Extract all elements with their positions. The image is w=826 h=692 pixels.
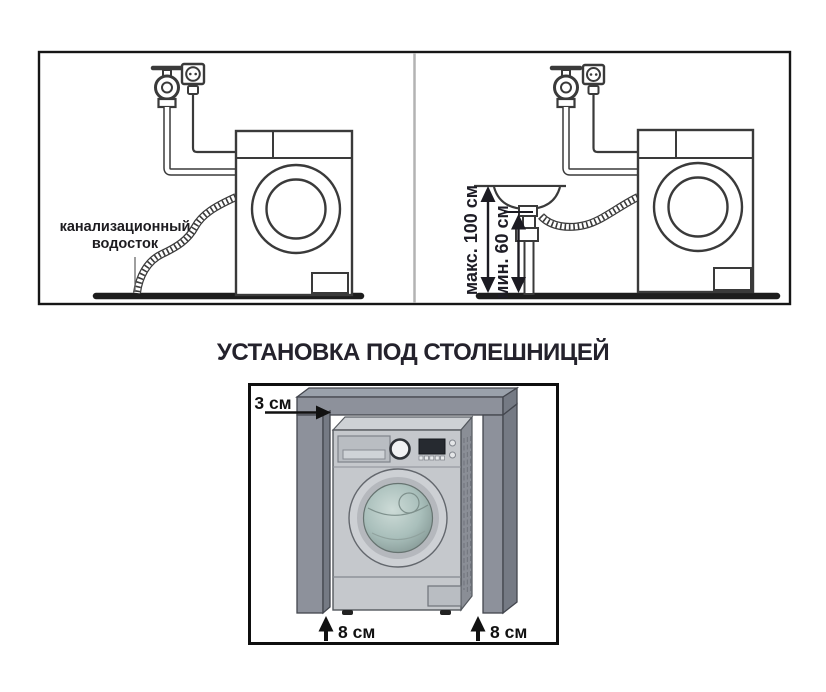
undercounter-panel: 3 см 8 см 8 см — [248, 383, 559, 645]
sink-drain-diagram: макс. 100 см мин. 60 см — [461, 63, 781, 300]
top-clearance-arrow — [265, 405, 331, 420]
power-cord — [191, 94, 236, 154]
washing-machine-outline — [636, 128, 755, 294]
program-knob — [389, 438, 411, 460]
left-clearance-label: 8 см — [338, 622, 375, 642]
detergent-drawer — [337, 435, 391, 463]
right-post — [482, 414, 504, 614]
washing-machine-outline — [234, 129, 354, 297]
left-clearance-arrow — [318, 616, 334, 641]
min-height-arrow — [504, 211, 533, 293]
max-height-label: макс. 100 см — [461, 185, 481, 295]
display — [418, 438, 446, 455]
inlet-hose — [562, 107, 638, 176]
top-clearance-label: 3 см — [254, 393, 291, 413]
water-tap-icon — [549, 65, 583, 109]
inlet-hose — [163, 107, 236, 176]
foot — [342, 610, 353, 615]
min-height-label: мин. 60 см — [492, 205, 512, 299]
washing-machine-3d — [331, 415, 474, 615]
drain-label: канализационный водосток — [60, 219, 191, 252]
left-post — [296, 414, 324, 614]
filter-door — [427, 585, 462, 607]
right-clearance-label: 8 см — [490, 622, 527, 642]
right-clearance-arrow — [470, 616, 486, 641]
power-socket-icon — [581, 63, 606, 95]
svg-text:канализационный: канализационный — [60, 219, 191, 235]
machine-top-face — [331, 416, 474, 431]
floor-drain-diagram: канализационный водосток — [60, 62, 365, 300]
max-height-arrow — [480, 186, 496, 293]
sink — [474, 184, 566, 211]
section-title: УСТАНОВКА ПОД СТОЛЕШНИЦЕЙ — [216, 339, 610, 366]
foot — [440, 610, 451, 615]
button-row — [418, 455, 445, 461]
svg-text:водосток: водосток — [92, 236, 159, 252]
door-drum — [348, 468, 448, 568]
countertop-frame — [295, 386, 520, 615]
power-socket-icon — [180, 62, 206, 95]
power-cord — [592, 94, 638, 154]
hose-connection-panel: канализационный водосток — [37, 50, 792, 306]
